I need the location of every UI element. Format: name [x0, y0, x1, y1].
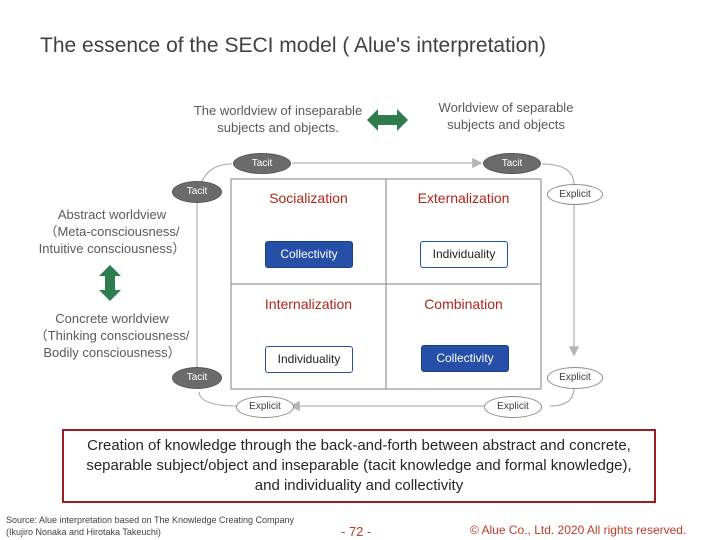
- concrete-line-1: Concrete worldview: [55, 311, 169, 326]
- combination-collectivity-tag: Collectivity: [421, 345, 509, 372]
- copyright-notice: © Alue Co., Ltd. 2020 All rights reserve…: [470, 523, 687, 537]
- summary-line-3: and individuality and collectivity: [254, 477, 464, 494]
- source-line-1: Source: Alue interpretation based on The…: [6, 515, 295, 525]
- cycle-bottom-right-corner: [549, 387, 575, 407]
- concrete-worldview-label: Concrete worldview （Thinking consciousne…: [24, 310, 200, 361]
- abstract-line-3: Intuitive consciousness）: [38, 241, 186, 256]
- cycle-bottom-left-corner: [198, 391, 239, 407]
- internalization-individuality-tag: Individuality: [265, 346, 353, 373]
- horizontal-double-arrow-icon: [367, 109, 408, 131]
- explicit-pill-right-top: Explicit: [547, 184, 603, 205]
- source-note: Source: Alue interpretation based on The…: [6, 514, 336, 538]
- tacit-pill-top-right: Tacit: [483, 153, 541, 174]
- summary-line-2: separable subject/object and inseparable…: [86, 457, 632, 474]
- separable-worldview-label: Worldview of separable subjects and obje…: [416, 99, 596, 133]
- summary-box: Creation of knowledge through the back-a…: [62, 429, 656, 503]
- externalization-individuality-tag: Individuality: [420, 241, 508, 268]
- separable-line-1: Worldview of separable: [438, 100, 574, 115]
- socialization-title: Socialization: [269, 190, 348, 206]
- concrete-line-2: （Thinking consciousness/: [34, 328, 190, 343]
- source-line-2: (Ikujiro Nonaka and Hirotaka Takeuchi): [6, 527, 161, 537]
- socialization-collectivity-tag: Collectivity: [265, 241, 353, 268]
- externalization-title: Externalization: [417, 190, 510, 206]
- cycle-top-right-corner: [541, 163, 575, 186]
- abstract-line-2: （Meta-consciousness/: [44, 224, 180, 239]
- inseparable-worldview-label: The worldview of inseparable subjects an…: [178, 102, 378, 136]
- page-number: - 72 -: [341, 524, 372, 539]
- combination-title: Combination: [424, 296, 503, 312]
- abstract-worldview-label: Abstract worldview （Meta-consciousness/ …: [28, 206, 196, 257]
- internalization-title: Internalization: [264, 296, 353, 312]
- explicit-pill-right-bottom: Explicit: [547, 367, 603, 389]
- explicit-pill-bottom-left: Explicit: [236, 396, 294, 418]
- vertical-double-arrow-icon: [99, 265, 121, 301]
- summary-line-1: Creation of knowledge through the back-a…: [87, 437, 631, 454]
- inseparable-line-2: subjects and objects.: [217, 120, 339, 135]
- tacit-pill-top-left: Tacit: [233, 153, 291, 174]
- explicit-pill-bottom-right: Explicit: [484, 396, 542, 418]
- concrete-line-3: Bodily consciousness）: [43, 345, 181, 360]
- separable-line-2: subjects and objects: [447, 117, 565, 132]
- tacit-pill-left-top: Tacit: [172, 181, 222, 203]
- page-title: The essence of the SECI model ( Alue's i…: [40, 34, 546, 57]
- cycle-left-edge: [196, 163, 233, 377]
- inseparable-line-1: The worldview of inseparable: [193, 103, 363, 118]
- abstract-line-1: Abstract worldview: [57, 207, 167, 222]
- tacit-pill-left-bottom: Tacit: [172, 367, 222, 389]
